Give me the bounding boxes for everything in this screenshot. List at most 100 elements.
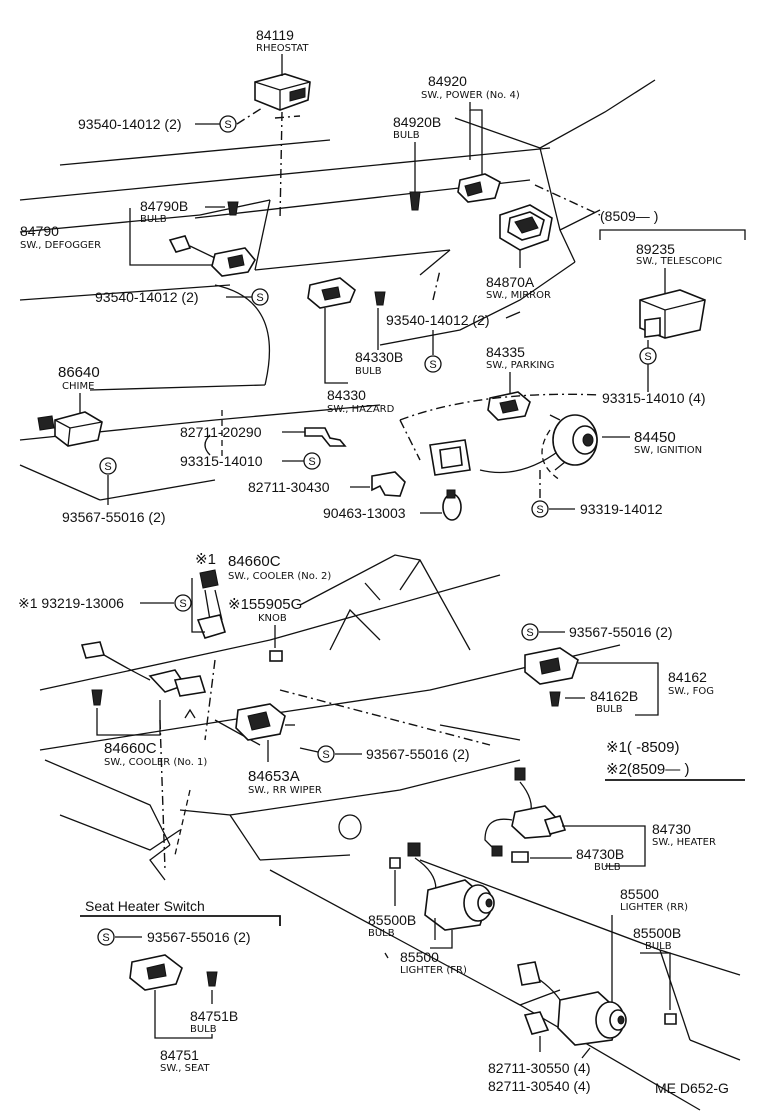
legend-note-2: ※2(8509— ) — [606, 761, 689, 778]
part-number-84335: 84335 — [486, 344, 525, 360]
hazard-switch-part — [307, 277, 356, 309]
screw-symbol-chime: S — [99, 457, 117, 475]
part-desc-defogger-switch: SW., DEFOGGER — [20, 240, 101, 251]
bulb-84751b-part — [206, 971, 218, 987]
svg-text:S: S — [256, 292, 263, 304]
screw-symbol-wiper: S — [317, 745, 335, 763]
ignition-switch-part — [429, 414, 598, 481]
part-number-82711-30430: 82711-30430 — [248, 479, 330, 495]
rheostat-part — [254, 73, 311, 221]
part-number-86640: 86640 — [58, 364, 100, 381]
svg-text:S: S — [526, 627, 533, 639]
part-desc-85500b-rear-bulb: BULB — [645, 941, 672, 952]
part-number-93567-fog: 93567-55016 (2) — [569, 624, 673, 640]
diagram-reference-code: ME D652-G — [655, 1080, 729, 1096]
svg-text:S: S — [429, 359, 436, 371]
screw-symbol-middle: S — [251, 288, 269, 306]
part-number-84751b: 84751B — [190, 1008, 238, 1024]
clip-20290-part — [304, 427, 347, 447]
part-desc-84920b-bulb: BULB — [393, 130, 420, 141]
part-desc-mirror-switch: SW., MIRROR — [486, 290, 551, 301]
part-desc-85500b-front-bulb: BULB — [368, 928, 395, 939]
seat-heater-title: Seat Heater Switch — [85, 898, 205, 914]
part-number-range-8509: (8509— ) — [600, 208, 658, 224]
part-number-84330: 84330 — [327, 387, 366, 403]
part-number-55905g: ※155905G — [228, 596, 302, 613]
part-desc-heater-switch: SW., HEATER — [652, 837, 716, 848]
screw-symbol-right: S — [424, 355, 442, 373]
part-number-84162b: 84162B — [590, 688, 638, 704]
part-number-82711-30550: 82711-30550 (4) — [488, 1060, 590, 1076]
part-number-84751: 84751 — [160, 1047, 199, 1063]
part-desc-84330b-bulb: BULB — [355, 366, 382, 377]
part-number-84119: 84119 — [256, 27, 294, 43]
bulb-84730b-part — [511, 851, 529, 863]
part-number-84450: 84450 — [634, 429, 676, 446]
power-switch-part — [457, 173, 501, 203]
svg-text:S: S — [102, 932, 109, 944]
part-desc-cooler-no1: SW., COOLER (No. 1) — [104, 757, 207, 768]
svg-text:S: S — [644, 351, 651, 363]
screw-symbol-93315: S — [303, 452, 321, 470]
part-desc-seat-switch: SW., SEAT — [160, 1063, 210, 1074]
part-desc-hazard-switch: SW., HAZARD — [327, 404, 395, 415]
part-number-93567-wiper: 93567-55016 (2) — [366, 746, 470, 762]
part-number-85500b-front: 85500B — [368, 912, 416, 928]
dashboard-outline-upper — [19, 79, 656, 501]
cooler-no1-switch-part — [80, 641, 207, 706]
part-number-93315: 93315-14010 — [180, 453, 263, 469]
heater-switch-part — [484, 767, 567, 857]
part-number-93315-4: 93315-14010 (4) — [602, 390, 706, 406]
knob-part — [269, 650, 283, 662]
legend-note-1: ※1( -8509) — [606, 739, 679, 756]
part-desc-telescopic-switch: SW., TELESCOPIC — [636, 256, 722, 267]
screw-symbol-top: S — [219, 115, 237, 133]
part-number-84162: 84162 — [668, 669, 707, 685]
part-desc-parking-switch: SW., PARKING — [486, 360, 555, 371]
part-desc-chime: CHIME — [62, 381, 94, 392]
svg-text:S: S — [224, 119, 231, 131]
part-desc-rr-wiper-switch: SW., RR WIPER — [248, 785, 322, 796]
cooler-no2-switch-part — [196, 569, 226, 639]
part-number-93540-top: 93540-14012 (2) — [78, 116, 182, 132]
part-number-82711-20290: 82711-20290 — [180, 424, 262, 440]
part-number-93540-right: 93540-14012 (2) — [386, 312, 490, 328]
part-number-82711-30540: 82711-30540 (4) — [488, 1078, 590, 1094]
part-desc-84730b-bulb: BULB — [594, 862, 621, 873]
part-number-84870a: 84870A — [486, 274, 535, 290]
part-number-85500b-rear: 85500B — [633, 925, 681, 941]
part-number-84653a: 84653A — [248, 768, 300, 785]
clip-30430-part — [371, 471, 406, 497]
part-number-84730: 84730 — [652, 821, 691, 837]
part-number-85500-front: 85500 — [400, 949, 439, 965]
part-desc-lighter-rear: LIGHTER (RR) — [620, 902, 688, 913]
part-number-93219: ※1 93219-13006 — [18, 595, 124, 611]
part-desc-lighter-front: LIGHTER (FR) — [400, 965, 467, 976]
part-number-84920b: 84920B — [393, 114, 441, 130]
bulb-84790b-part — [227, 201, 239, 216]
part-desc-ignition-switch: SW, IGNITION — [634, 445, 702, 456]
front-lighter-part — [389, 842, 495, 931]
part-number-90463: 90463-13003 — [323, 505, 406, 521]
svg-text:S: S — [536, 504, 543, 516]
svg-text:S: S — [104, 461, 111, 473]
part-number-93567-chime: 93567-55016 (2) — [62, 509, 166, 525]
part-number-93540-middle: 93540-14012 (2) — [95, 289, 199, 305]
part-desc-84790b-bulb: BULB — [140, 214, 167, 225]
part-number-85500-rear: 85500 — [620, 886, 659, 902]
part-desc-power-switch: SW., POWER (No. 4) — [421, 90, 520, 101]
rear-lighter-part — [517, 961, 677, 1046]
parking-switch-part — [487, 391, 531, 421]
svg-text:S: S — [179, 598, 186, 610]
bulb-84330b-part — [374, 291, 386, 306]
screw-symbol-93219: S — [174, 594, 192, 612]
part-number-84790: 84790 — [20, 223, 59, 239]
note-mark-1: ※1 — [195, 551, 216, 568]
screw-symbol-fog: S — [521, 623, 539, 641]
part-number-84660c-no2: 84660C — [228, 553, 281, 570]
part-desc-rheostat: RHEOSTAT — [256, 43, 309, 54]
defogger-switch-part — [168, 235, 256, 277]
part-desc-fog-switch: SW., FOG — [668, 686, 714, 697]
part-desc-84162b-bulb: BULB — [596, 704, 623, 715]
